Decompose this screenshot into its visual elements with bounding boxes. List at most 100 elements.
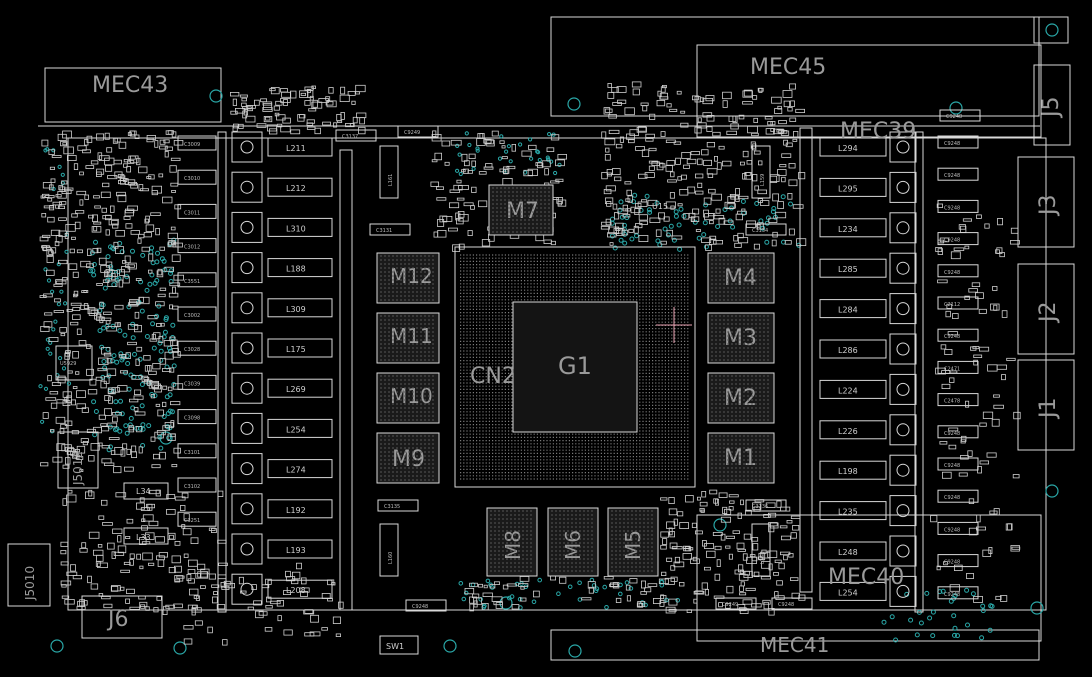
inductor-left-pad [240, 462, 254, 476]
via [644, 193, 650, 199]
smd-part [752, 174, 758, 182]
smd-part [628, 139, 635, 144]
smd-part [106, 147, 113, 153]
connector-label: CN2 [470, 364, 516, 389]
smd-part [634, 208, 640, 215]
smd-part [773, 572, 779, 576]
smd-part [740, 161, 745, 166]
smd-part [276, 123, 283, 128]
smd-part [266, 124, 277, 132]
via [171, 382, 177, 387]
smd-part [171, 555, 181, 564]
via [676, 222, 682, 228]
smd-part [600, 226, 610, 230]
smd-part [707, 173, 714, 178]
smd-part [54, 298, 61, 303]
smd-part [89, 378, 97, 386]
smd-part [58, 205, 66, 210]
smd-part [641, 580, 647, 589]
smd-part [491, 130, 499, 137]
smd-part [258, 611, 268, 616]
smd-part [976, 214, 982, 219]
via [664, 597, 669, 603]
inductor-right-label: L295 [838, 184, 858, 193]
smd-part [141, 375, 149, 383]
smd-part [648, 165, 655, 171]
smd-part [164, 146, 173, 151]
smd-part [120, 370, 128, 374]
inductor-right-pad [896, 221, 910, 235]
via [162, 329, 168, 335]
via [157, 340, 163, 346]
smd-part [135, 278, 142, 281]
via [457, 152, 462, 157]
inductor-right-pad [896, 584, 910, 598]
inductor-right-mosfet [889, 535, 917, 567]
via [485, 578, 491, 584]
smd-part [941, 383, 951, 389]
inductor-left-pad [240, 341, 254, 355]
via [914, 632, 920, 638]
smd-part [463, 202, 474, 207]
smd-part [65, 457, 71, 465]
smd-part [125, 536, 131, 540]
smd-part [76, 390, 86, 398]
smd-part [1013, 411, 1021, 420]
inductor-right-body [819, 379, 887, 399]
smd-part [725, 535, 735, 539]
smd-part [757, 189, 767, 195]
smd-part [431, 133, 442, 142]
smd-part [150, 212, 161, 217]
smd-part [511, 604, 520, 610]
via [93, 239, 98, 245]
smd-part [243, 109, 249, 116]
smd-part [612, 203, 618, 210]
via [169, 409, 175, 415]
small-cap-body [745, 499, 787, 512]
mem-m8: M8 [501, 530, 525, 560]
smd-part [164, 351, 174, 360]
smd-part [778, 129, 788, 134]
smd-part [681, 151, 691, 159]
smd-part [47, 197, 53, 202]
smd-part [112, 411, 122, 416]
smd-part [489, 584, 496, 589]
smd-part [788, 553, 794, 558]
smd-part [122, 276, 130, 284]
sw1-label: SW1 [386, 642, 404, 651]
smd-part [173, 447, 181, 454]
smd-part [665, 139, 676, 143]
smd-part [300, 577, 307, 585]
via [61, 366, 67, 371]
smd-part [798, 172, 806, 180]
inductor-right-mosfet [889, 293, 917, 325]
inductor-left-mosfet [231, 332, 263, 364]
smd-part [101, 445, 111, 449]
cap-left-label: C3011 [184, 210, 200, 216]
smd-part [986, 452, 997, 458]
smd-part [107, 422, 118, 428]
smd-part [781, 176, 786, 183]
smd-part [145, 532, 155, 540]
smd-part [660, 497, 668, 501]
inductor-left-pad [240, 381, 254, 395]
smd-part [709, 220, 714, 225]
via [463, 590, 469, 596]
smd-part [241, 102, 247, 107]
smd-part [670, 205, 675, 210]
smd-part [87, 248, 92, 256]
smd-part [76, 456, 84, 460]
smd-part [709, 235, 717, 240]
smd-part [122, 260, 127, 264]
smd-part [71, 213, 78, 218]
smd-part [625, 198, 631, 202]
smd-part [765, 502, 776, 508]
smd-part [160, 322, 165, 327]
smd-part [779, 164, 787, 168]
smd-part [147, 503, 153, 511]
via [591, 583, 597, 588]
smd-part [679, 522, 689, 529]
via [130, 335, 136, 341]
via [970, 591, 976, 597]
smd-part [691, 522, 697, 528]
